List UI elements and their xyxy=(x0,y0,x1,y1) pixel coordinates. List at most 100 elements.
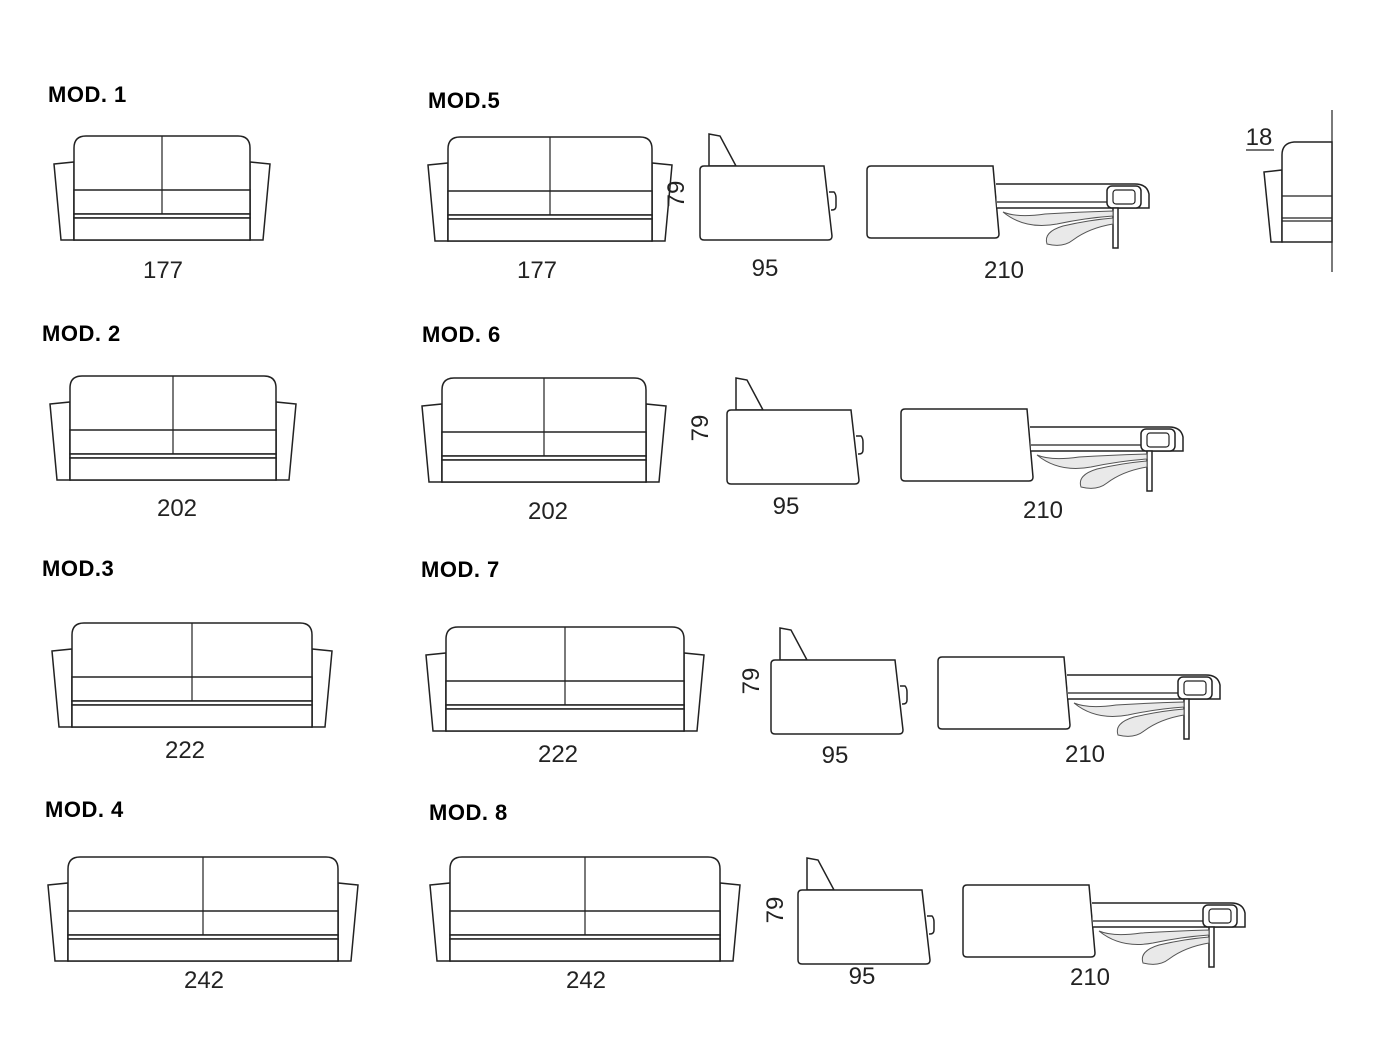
model-5-depth: 95 xyxy=(752,255,779,282)
arm-detail: 18 xyxy=(1246,110,1333,272)
model-5-label: MOD.5 xyxy=(428,88,500,113)
model-8-width: 242 xyxy=(566,967,606,994)
model-5: MOD.5 177 79 95 210 xyxy=(427,88,1150,284)
model-4-label: MOD. 4 xyxy=(45,797,124,822)
bed-sofa-block xyxy=(900,408,1034,482)
model-6-open-length: 210 xyxy=(1023,497,1063,524)
model-3-width: 222 xyxy=(165,737,205,764)
model-6-depth: 95 xyxy=(773,493,800,520)
bed-head-frame xyxy=(1202,904,1238,928)
base xyxy=(69,457,277,481)
model-5-side-view xyxy=(699,133,837,241)
model-5-front-view xyxy=(427,136,673,242)
base xyxy=(447,218,653,242)
bed-head-frame xyxy=(1177,676,1213,700)
base xyxy=(71,704,313,728)
model-7-side-view xyxy=(770,627,908,735)
left-arm xyxy=(421,403,443,483)
model-4-width: 242 xyxy=(184,967,224,994)
model-6-height: 79 xyxy=(687,415,714,442)
left-arm xyxy=(49,401,71,481)
right-arm xyxy=(275,401,297,481)
model-7-open-bed-view xyxy=(937,656,1221,740)
side-backrest xyxy=(735,377,765,411)
right-arm xyxy=(311,648,333,728)
side-body xyxy=(770,659,904,735)
left-arm xyxy=(53,161,75,241)
side-body xyxy=(699,165,833,241)
bed-mechanism-lower xyxy=(1116,708,1185,737)
model-8-side-view xyxy=(797,857,935,965)
bed-leg xyxy=(1112,207,1119,249)
side-handle xyxy=(927,915,935,935)
side-backrest xyxy=(806,857,836,891)
bed-head-frame xyxy=(1140,428,1176,452)
model-6-width: 202 xyxy=(528,498,568,525)
left-arm xyxy=(425,652,447,732)
bed-mechanism-upper xyxy=(1002,210,1114,226)
bed-sofa-block xyxy=(866,165,1000,239)
model-1-width: 177 xyxy=(143,257,183,284)
bed-head-frame xyxy=(1106,185,1142,209)
left-arm xyxy=(429,882,451,962)
model-6-side-view xyxy=(726,377,864,485)
right-arm xyxy=(719,882,741,962)
model-2-width: 202 xyxy=(157,495,197,522)
bed-mechanism-lower xyxy=(1141,936,1210,965)
base xyxy=(449,938,721,962)
bed-sofa-block xyxy=(937,656,1071,730)
model-1-front-view xyxy=(53,135,271,241)
right-arm xyxy=(249,161,271,241)
model-7-width: 222 xyxy=(538,741,578,768)
side-handle xyxy=(856,435,864,455)
bed-head-inner xyxy=(1208,908,1232,924)
model-3: MOD.3 222 xyxy=(42,556,333,764)
side-backrest xyxy=(779,627,809,661)
right-arm xyxy=(645,403,667,483)
bed-mechanism-lower xyxy=(1079,460,1148,489)
model-7-front-view xyxy=(425,626,705,732)
left-arm xyxy=(47,882,69,962)
model-6: MOD. 6 202 79 95 210 xyxy=(421,322,1184,525)
model-7-depth: 95 xyxy=(822,742,849,769)
base xyxy=(73,217,251,241)
model-2: MOD. 2 202 xyxy=(42,321,297,522)
bed-mechanism-upper xyxy=(1098,929,1210,945)
arm-detail-value: 18 xyxy=(1246,124,1273,151)
model-6-label: MOD. 6 xyxy=(422,322,501,347)
model-2-front-view xyxy=(49,375,297,481)
bed-head-inner xyxy=(1112,189,1136,205)
right-arm xyxy=(337,882,359,962)
model-8-open-bed-view xyxy=(962,884,1246,968)
right-arm xyxy=(683,652,705,732)
model-6-front-view xyxy=(421,377,667,483)
model-5-open-bed-view xyxy=(866,165,1150,249)
bed-mechanism-upper xyxy=(1036,453,1148,469)
model-1: MOD. 1 177 xyxy=(48,82,271,284)
model-5-open-length: 210 xyxy=(984,257,1024,284)
model-4: MOD. 4 242 xyxy=(45,797,359,994)
model-7: MOD. 7 222 79 95 210 xyxy=(421,557,1221,769)
model-7-label: MOD. 7 xyxy=(421,557,500,582)
model-8-height: 79 xyxy=(762,897,789,924)
model-8: MOD. 8 242 79 95 210 xyxy=(429,800,1246,994)
model-2-label: MOD. 2 xyxy=(42,321,121,346)
model-8-front-view xyxy=(429,856,741,962)
bed-head-inner xyxy=(1183,680,1207,696)
bed-mechanism-lower xyxy=(1045,217,1114,246)
base xyxy=(67,938,339,962)
side-handle xyxy=(829,191,837,211)
side-body xyxy=(726,409,860,485)
bed-mechanism-upper xyxy=(1073,701,1185,717)
model-6-open-bed-view xyxy=(900,408,1184,492)
model-5-height: 79 xyxy=(663,181,690,208)
model-8-label: MOD. 8 xyxy=(429,800,508,825)
left-arm xyxy=(51,648,73,728)
model-3-label: MOD.3 xyxy=(42,556,114,581)
model-4-front-view xyxy=(47,856,359,962)
left-arm xyxy=(427,162,449,242)
base xyxy=(445,708,685,732)
side-backrest xyxy=(708,133,738,167)
model-8-open-length: 210 xyxy=(1070,964,1110,991)
